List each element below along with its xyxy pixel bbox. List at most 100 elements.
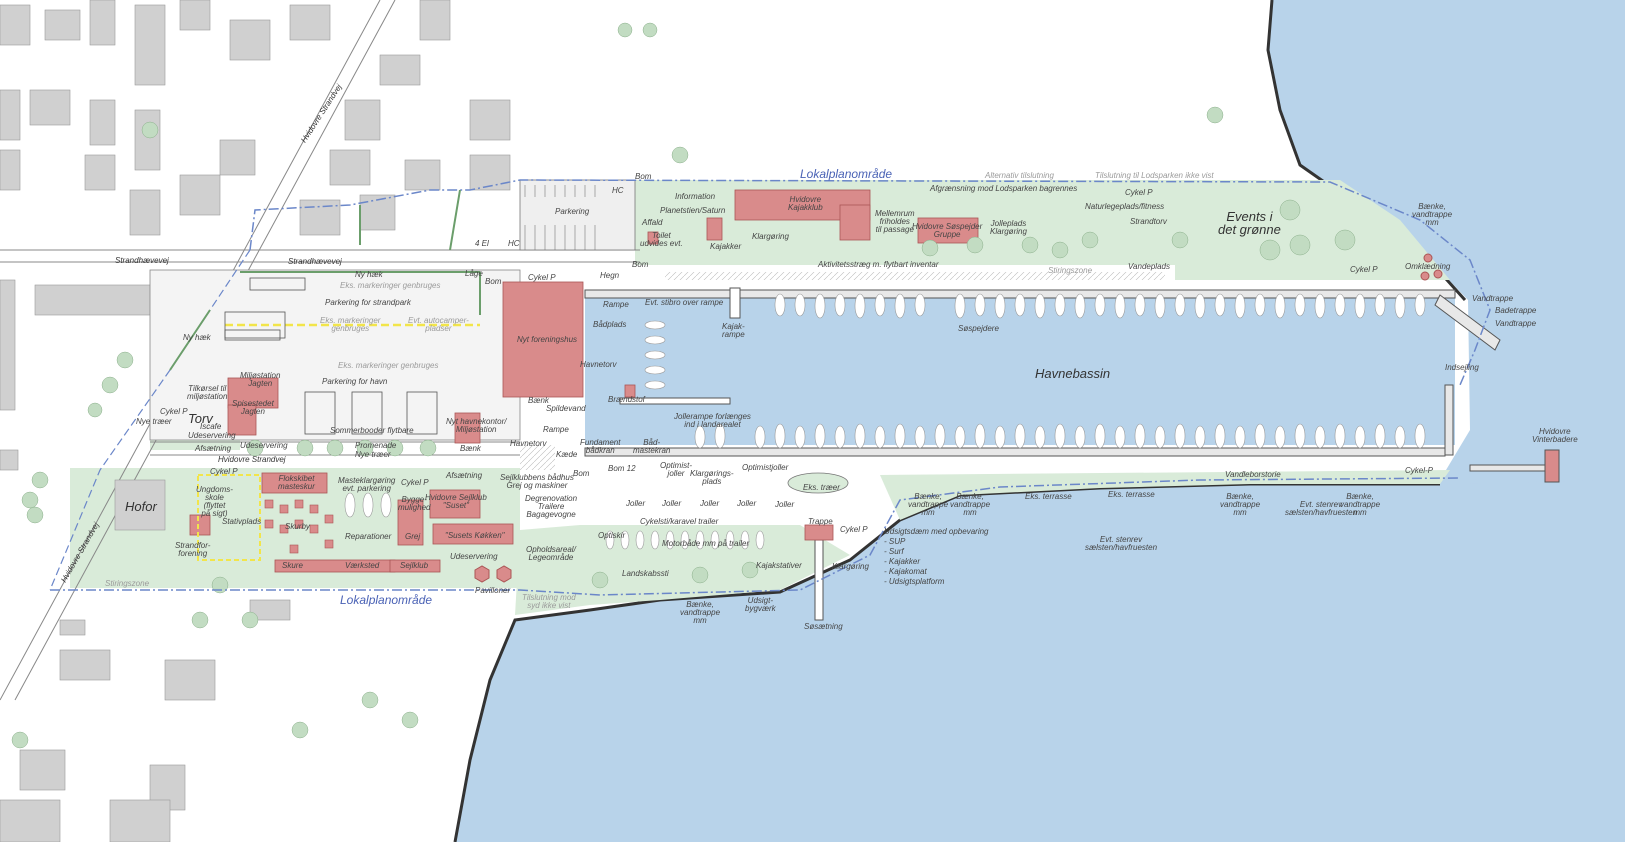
label-baenke-top: Bænke, vandtrappe mm (1412, 202, 1453, 227)
label-landskabssti: Landskabssti (622, 569, 669, 578)
label-parkering: Parkering (555, 207, 590, 216)
park-events (1175, 180, 1450, 280)
label-stiringszone-2: Stiringszone (105, 579, 150, 588)
label-bom-4: Bom (573, 469, 590, 478)
label-bom-3: Bom (485, 277, 502, 286)
harbor-basin (585, 295, 1455, 445)
label-soespejder: Hvidovre Søspejder Gruppe (912, 222, 983, 239)
label-udeservering-2: Udeservering (240, 441, 288, 450)
park-north (635, 180, 1175, 265)
label-lokalplan-bottom: Lokalplanområde (340, 593, 433, 607)
label-rampe-2: Rampe (543, 425, 569, 434)
label-cykelp-5: Cykel P (840, 525, 868, 534)
label-optiskir: Optiskir (598, 531, 626, 540)
label-eks-traeer: Eks. træer (803, 483, 840, 492)
label-cykelp-2: Cykel P (1350, 265, 1378, 274)
label-evt-stenrev-1: Evt. stenrev sælsten/havfruesten (1285, 500, 1358, 517)
label-fundament: Fundament bådkran (580, 438, 621, 455)
label-cykelp-4: Cykel P (160, 407, 188, 416)
label-baenk-1: Bænk (460, 444, 481, 453)
east-pier-end (1444, 384, 1454, 456)
label-baenke-c: Bænke, vandtrappe mm (1220, 492, 1261, 517)
label-baenke-e: Bænke, vandtrappe mm (680, 600, 721, 625)
label-badplads: Bådplads (593, 320, 627, 329)
label-hvidovre-strandvej-3: Hvidovre Strandvej (218, 455, 286, 464)
parking-north (519, 179, 636, 251)
vinterbad-pier (1469, 464, 1551, 472)
label-naturlegeplads: Naturlegeplads/fitness (1085, 202, 1165, 211)
label-nyt-havnekontor: Nyt havnekontor/ Miljøstation (446, 417, 507, 434)
label-klargoring-2: Klargøring (832, 562, 869, 571)
label-bom-12: Bom 12 (608, 464, 636, 473)
label-evt-autocamper: Evt. autocamper- pladser (408, 316, 469, 333)
label-sommerbooder: Sommerbooder flytbare (330, 426, 414, 435)
label-tilkorsel: Tilkørsel til miljøstation (187, 384, 228, 401)
label-udeservering-3: Udeservering (450, 552, 498, 561)
lokalplan-boundary-south (50, 477, 1461, 596)
label-nye-traeer-2: Nye træer (355, 450, 391, 459)
label-stiringszone-1: Stiringszone (1048, 266, 1093, 275)
label-jollerampe: Jollerampe forlænges ind i landarealet (674, 412, 751, 429)
label-strandforening: Strandfor- forening (175, 541, 211, 558)
label-degrenovation: Degrenovation Trailere Bagagevogne (525, 494, 578, 519)
label-events: Events i det grønne (1218, 209, 1281, 237)
label-laage: Låge (465, 269, 483, 278)
label-eks-mark-3: Eks. markeringer genbruges (338, 361, 439, 370)
boats-inner (644, 320, 666, 390)
label-miljostation-jagten: Miljøstation Jagten (240, 371, 281, 388)
label-promenade: Promenade (355, 441, 397, 450)
label-torv: Torv (188, 411, 213, 426)
label-vandleborstorie: Vandleborstorie (1225, 470, 1281, 479)
label-rampe-1: Rampe (603, 300, 629, 309)
label-planetstien: Planetstien/Saturn (660, 206, 726, 215)
label-tilslutning-syd: Tilslutning mod syd ikke vist (522, 593, 576, 610)
label-sejlklub: Sejlklub (400, 561, 429, 570)
trees (11, 22, 1356, 749)
label-havnetorv-1: Havnetorv (580, 360, 617, 369)
label-cykelp-8: Cykel P (401, 478, 429, 487)
label-bygge: Bygge- mulighed (398, 495, 431, 512)
label-optimist-1: Optimist- joller (660, 461, 692, 478)
label-jolleplads: Jolleplads Klargøring (990, 219, 1027, 236)
label-evt-stibro: Evt. stibro over rampe (645, 298, 724, 307)
label-sejlklub-suset: Hvidovre Sejlklub "Suset" (425, 493, 487, 510)
label-soespejdere: Søspejdere (958, 324, 999, 333)
label-badetrappe: Badetrappe (1495, 306, 1537, 315)
label-cykelp-3: Cykel P (528, 273, 556, 282)
sea-south (455, 480, 1625, 842)
label-mellemrum: Mellemrum friholdes til passage (875, 209, 915, 234)
label-ny-hask-2: Ny hæk (183, 333, 211, 342)
label-information: Information (675, 192, 716, 201)
label-kaede: Kæde (556, 450, 578, 459)
label-omklaedning: Omklædning (1405, 262, 1451, 271)
label-indsejling: Indsejling (1445, 363, 1479, 372)
label-udsigt-bygvaerk: Udsigt- bygværk (745, 596, 776, 613)
jolle-pier (619, 397, 731, 405)
label-cykelp-7: Cykel P (210, 467, 238, 476)
label-kajakstativer: Kajakstativer (756, 561, 802, 570)
label-iscafe: Iscafe (200, 422, 222, 431)
label-kajakklub: Hvidovre Kajakklub (788, 195, 823, 212)
boats-south (694, 423, 1426, 449)
hatched-zone-2 (665, 272, 1165, 280)
skurby-boxes (264, 499, 334, 554)
label-afsaetning-2: Afsætning (446, 471, 483, 480)
label-pavilloner: Pavilloner (475, 586, 511, 595)
south-pier (584, 447, 1446, 457)
label-susets-kakken: "Susets Køkken" (445, 531, 505, 540)
label-klargorings-plads: Klargørings- plads (690, 469, 734, 486)
label-klargoring-1: Klargøring (752, 232, 789, 241)
label-spisestedet: Spisestedet Jagten (232, 399, 274, 416)
label-trappe: Trappe (808, 517, 833, 526)
vinterbad-hut (1544, 449, 1560, 483)
label-afgraensning: Afgrænsning mod Lodsparken bagrennes (930, 184, 1078, 193)
label-evt-stenrev-2: Evt. stenrev sælsten/havfruesten (1085, 535, 1158, 552)
label-sosaetning: Søsætning (804, 622, 843, 631)
label-nyt-foreningshus: Nyt foreningshus (517, 335, 578, 344)
eks-traeer-area (787, 472, 849, 494)
label-flokskibet: Flokskibet masteskur (278, 474, 315, 491)
parking-grids (224, 277, 438, 435)
label-sejlklubbens: Sejlklubbens bådhus Grej og maskiner (500, 473, 574, 490)
label-motorbade: Motorbåde mm på trailer (662, 539, 750, 548)
label-skure: Skure (282, 561, 303, 570)
